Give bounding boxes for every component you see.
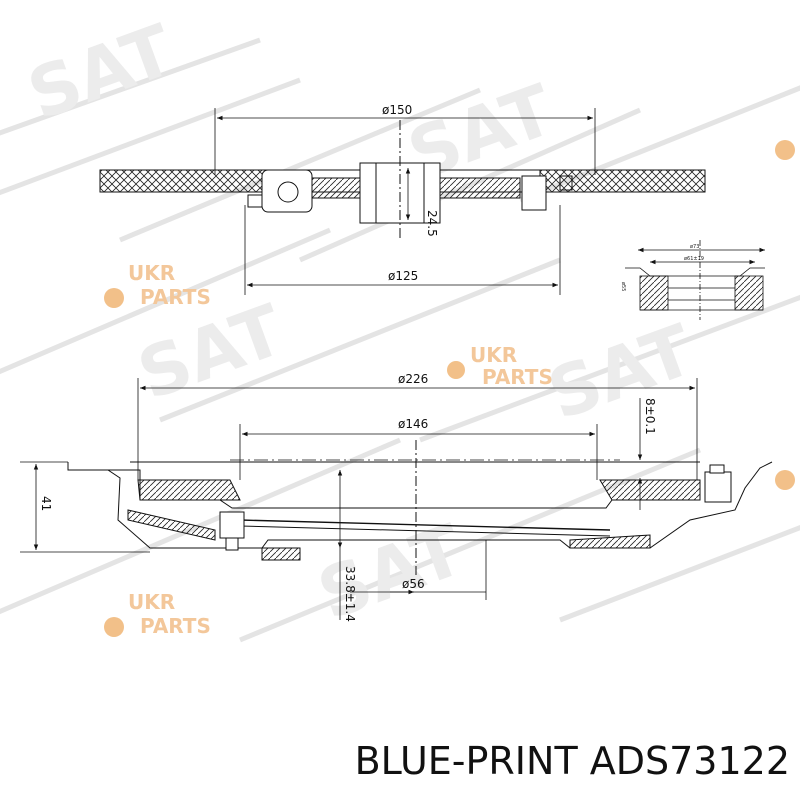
watermark-line2: PARTS [140,285,211,309]
dim-detail-top-a: ø73 [690,244,699,250]
top-disc-view [99,120,706,240]
main-section-view [67,440,773,575]
watermark-line2: PARTS [140,614,211,638]
bearing-detail-view [625,240,765,320]
svg-text:SAT: SAT [308,509,474,636]
gear-icon [775,470,795,490]
main-dimension-lines [20,378,698,620]
ukr-parts-logo-top: UKR PARTS [104,261,211,309]
ukr-parts-logo-middle: UKR PARTS [447,343,553,389]
watermark-line1: UKR [128,590,175,614]
dim-top-outer-diameter: ø150 [382,103,412,117]
part-caption: BLUE-PRINT ADS73122 [354,739,790,783]
watermark-line1: UKR [470,343,517,367]
dim-right-height: 8±0.1 [643,398,657,435]
dim-main-outer-diameter: ø226 [398,372,428,386]
svg-text:SAT: SAT [18,9,184,136]
watermark-line2: PARTS [482,365,553,389]
watermark-line1: UKR [128,261,175,285]
gear-icon [447,361,465,379]
dim-detail-side: ø55 [620,282,626,291]
gear-icon [104,288,124,308]
gear-icon [104,617,124,637]
top-dimension-lines [214,108,596,295]
dim-left-height: 41 [39,496,53,511]
dim-bottom-diameter: ø56 [402,577,425,591]
svg-text:SAT: SAT [538,309,704,436]
dim-center-height: 33.8±1.4 [343,566,357,622]
dim-detail-top-b: ø61±19 [684,256,704,262]
dim-main-inner-diameter: ø146 [398,417,428,431]
dim-top-lower-diameter: ø125 [388,269,418,283]
gear-icon [775,140,795,160]
ukr-parts-logo-bottom: UKR PARTS [104,590,211,638]
dim-top-bore-height: 24.5 [425,210,439,237]
